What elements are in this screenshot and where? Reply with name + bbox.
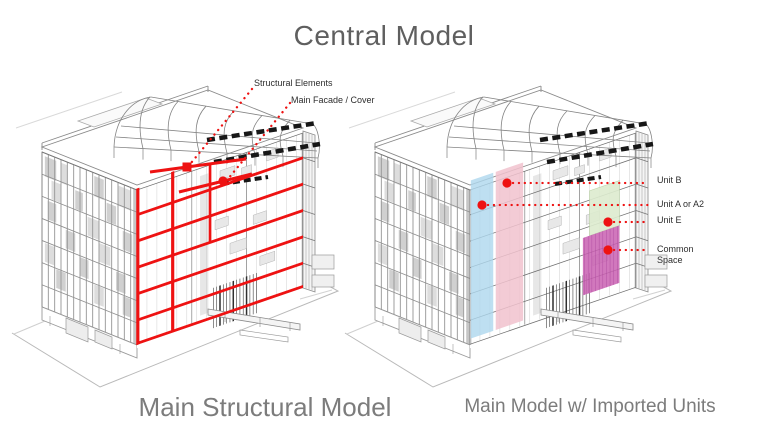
unit-b-label: Unit B bbox=[657, 175, 682, 185]
common-space-label: Common Space bbox=[657, 244, 694, 266]
structural-elements-label: Structural Elements bbox=[254, 78, 333, 88]
unit-a-label: Unit A or A2 bbox=[657, 199, 705, 209]
leader-anchor-square bbox=[182, 162, 192, 172]
left-leader-lines bbox=[189, 87, 292, 181]
right-leader-lines bbox=[486, 181, 650, 252]
leader-anchor-dot bbox=[502, 178, 512, 188]
structural-overlay bbox=[136, 156, 303, 346]
left-model-caption: Main Structural Model bbox=[138, 392, 392, 422]
unit-band-blue bbox=[470, 172, 494, 339]
unit-e-label: Unit E bbox=[657, 215, 682, 225]
unit-band-pink bbox=[495, 162, 524, 330]
leader-anchor-dot bbox=[603, 217, 613, 227]
page-title: Central Model bbox=[293, 20, 475, 51]
units-overlay bbox=[470, 162, 650, 339]
main-facade-label: Main Facade / Cover bbox=[291, 95, 375, 105]
right-model-caption: Main Model w/ Imported Units bbox=[464, 396, 716, 417]
leader-anchor-dot bbox=[218, 176, 228, 186]
left-building bbox=[12, 86, 338, 387]
leader-anchor-dot bbox=[603, 245, 613, 255]
leader-anchor-dot bbox=[477, 200, 487, 210]
